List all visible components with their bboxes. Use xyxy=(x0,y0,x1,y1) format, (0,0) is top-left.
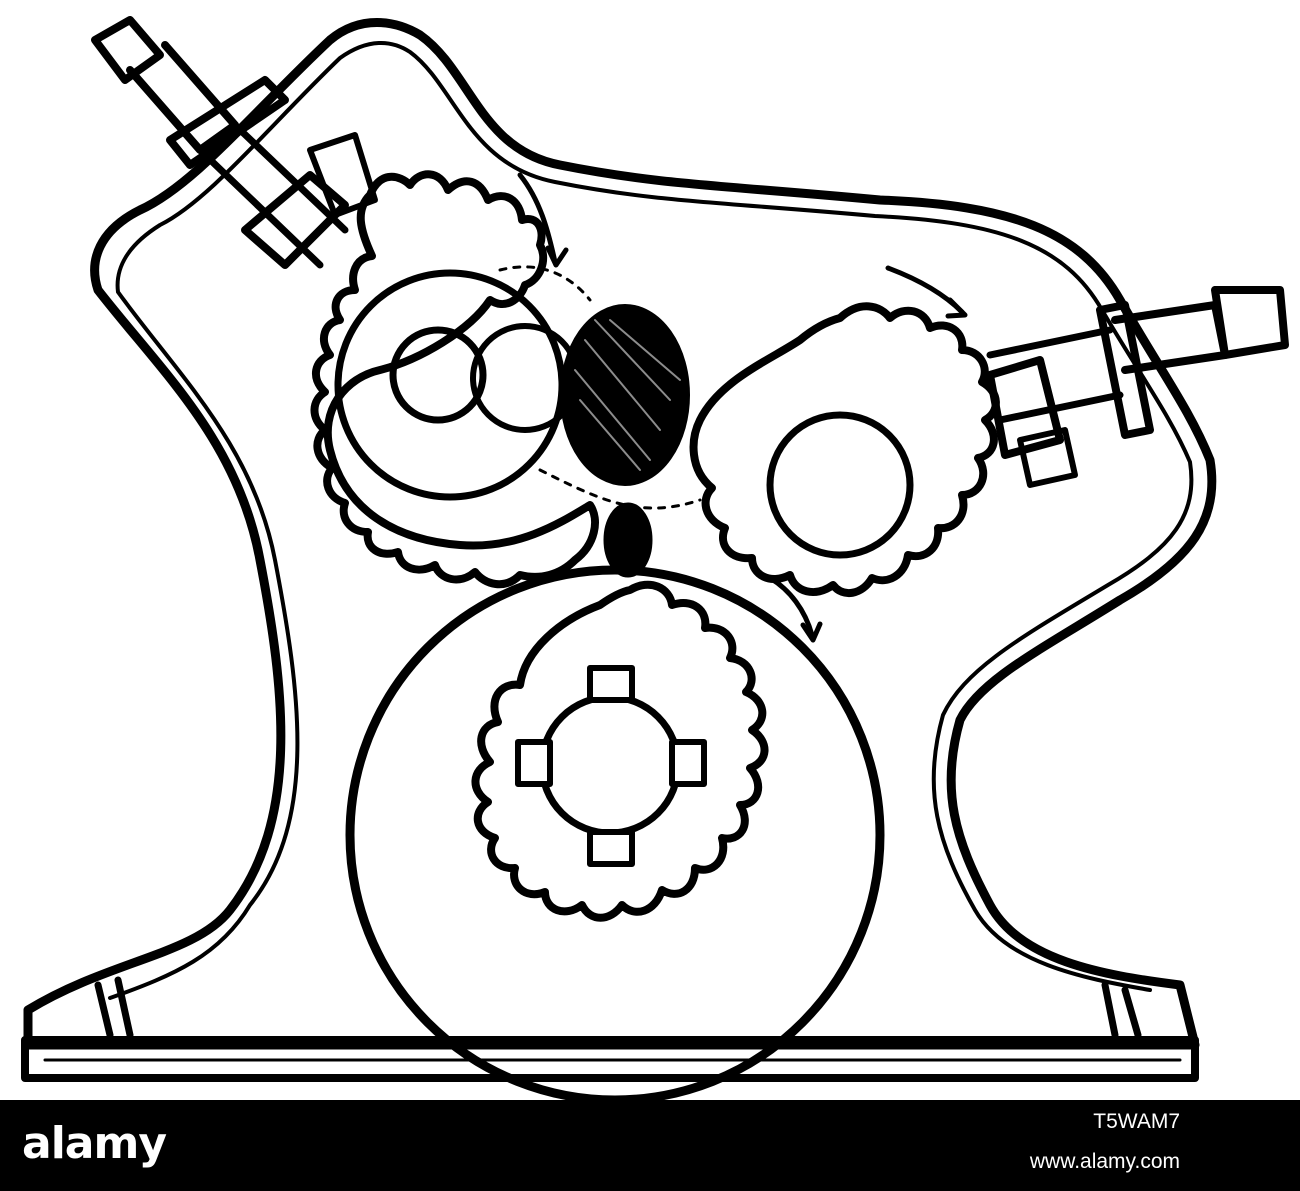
right-gear-bore xyxy=(766,411,914,559)
hub-key-left xyxy=(515,739,553,787)
arrow-right xyxy=(885,265,965,315)
lower-gear-housing-circle xyxy=(345,565,885,1100)
hub-key-right xyxy=(669,739,707,787)
image-code: T5WAM7 xyxy=(1093,1110,1180,1133)
base-plate xyxy=(21,1036,1199,1082)
housing-outline xyxy=(23,18,1217,1050)
hub-key-top xyxy=(587,665,635,703)
upper-left-gear-rim xyxy=(334,269,566,501)
hub-key-bottom xyxy=(587,829,635,867)
upper-left-gear xyxy=(310,170,599,589)
lower-small-cam xyxy=(603,502,653,578)
right-foot xyxy=(1101,981,1142,1039)
arrow-lower xyxy=(767,575,815,638)
lower-gear xyxy=(471,580,769,922)
upper-left-gear-bore xyxy=(389,326,487,424)
right-shaft xyxy=(986,286,1289,488)
housing-inner-outline xyxy=(108,40,1194,1000)
right-gear xyxy=(689,302,1000,597)
brand-logo: alamy xyxy=(22,1118,167,1169)
lower-gear-hub xyxy=(538,693,682,837)
site-url: www.alamy.com xyxy=(1029,1150,1180,1173)
left-foot xyxy=(94,976,134,1039)
watermark-bar: alamy T5WAM7 www.alamy.com xyxy=(0,1100,1300,1191)
upper-left-shaft xyxy=(91,16,378,269)
gear-mechanism-engraving xyxy=(21,16,1289,1100)
